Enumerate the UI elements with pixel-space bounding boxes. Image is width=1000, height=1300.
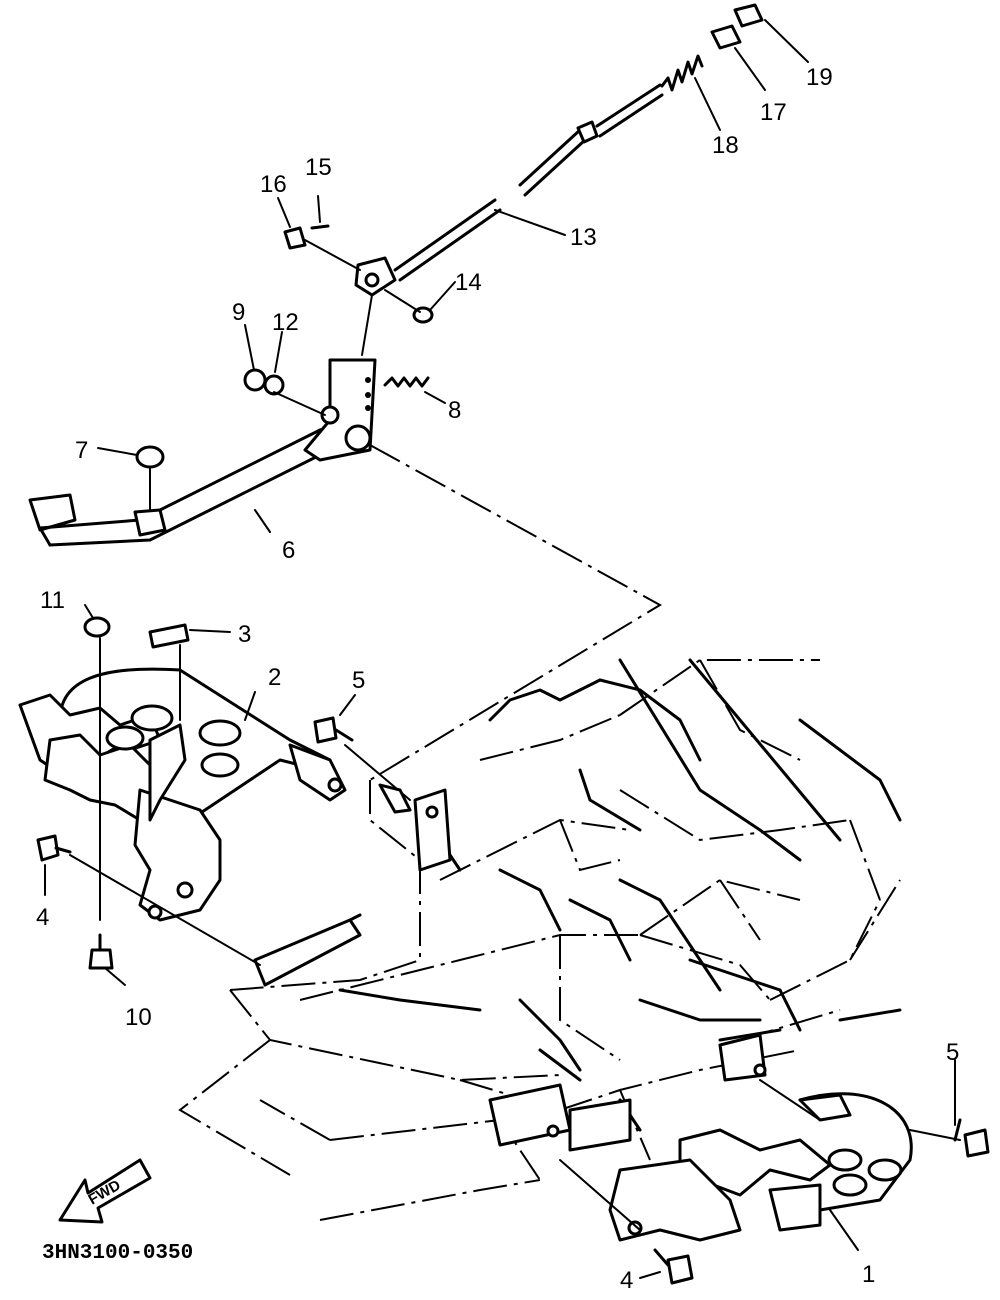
right-footrest [559, 1079, 913, 1242]
fwd-arrow: FWD [58, 1158, 152, 1224]
washers-9-12 [243, 368, 326, 416]
callout-15: 15 [305, 154, 332, 181]
callout-10: 10 [125, 1004, 152, 1031]
frame-brackets [253, 788, 767, 1152]
callout-1: 1 [862, 1261, 875, 1288]
callout-8: 8 [448, 397, 461, 424]
left-footrest [18, 667, 347, 922]
callout-5-left: 5 [352, 667, 365, 694]
bolt-5-left [313, 716, 412, 814]
pin-3 [148, 623, 190, 721]
callout-7: 7 [75, 437, 88, 464]
spring-8 [383, 376, 430, 388]
callout-17: 17 [760, 99, 787, 126]
callout-14: 14 [455, 269, 482, 296]
bolt-4-left [36, 834, 261, 966]
brake-rod [354, 83, 664, 356]
bolt-4-right [653, 1248, 694, 1285]
adjust-nuts-17-19 [710, 3, 764, 50]
clevis-pin-parts [283, 224, 434, 324]
callout-12: 12 [272, 309, 299, 336]
leader-lines [44, 19, 956, 1279]
callout-6: 6 [282, 537, 295, 564]
callout-18: 18 [712, 132, 739, 159]
brake-pedal [28, 358, 377, 547]
callout-3: 3 [238, 621, 251, 648]
pedal-pad-7 [135, 445, 165, 511]
callout-16: 16 [260, 171, 287, 198]
callout-4-left: 4 [36, 904, 49, 931]
callout-5-right: 5 [946, 1039, 959, 1066]
callouts: 1 2 3 4 4 5 5 6 7 8 9 10 11 12 13 14 15 … [36, 64, 959, 1294]
frame-tubes [258, 658, 902, 1132]
callout-13: 13 [570, 224, 597, 251]
bolt-10 [88, 933, 114, 970]
spring-18 [660, 54, 704, 92]
callout-19: 19 [806, 64, 833, 91]
callout-11: 11 [40, 587, 65, 614]
diagram-code: 3HN3100-0350 [42, 1242, 193, 1265]
callout-9: 9 [232, 299, 245, 326]
callout-2: 2 [268, 664, 281, 691]
bolt-5-right [909, 1118, 990, 1158]
callout-4-right: 4 [620, 1267, 633, 1294]
